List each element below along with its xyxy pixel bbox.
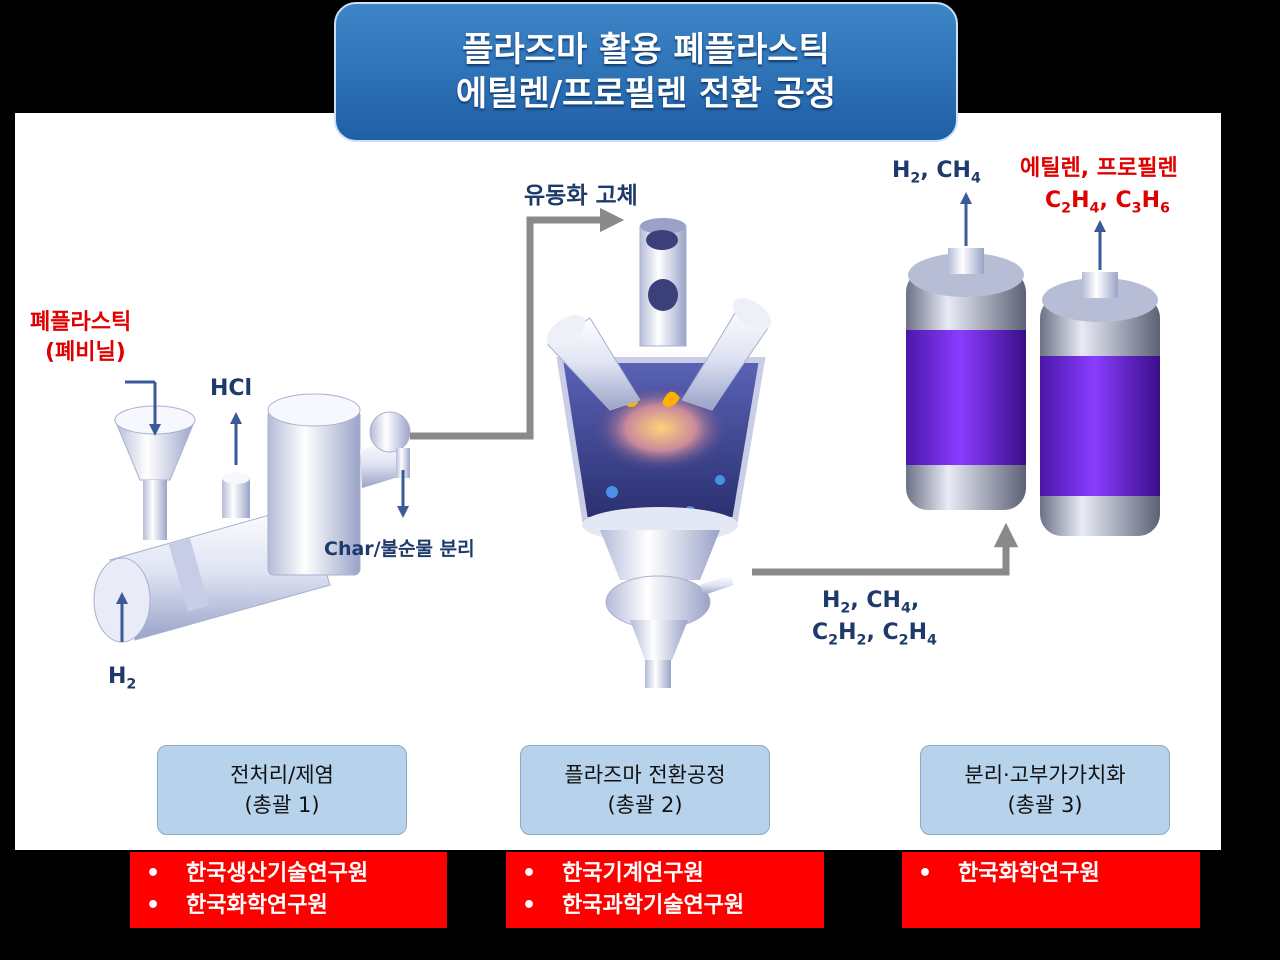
fluidizing-solid-label: 유동화 고체 xyxy=(524,183,638,209)
institute-item: 한국생산기술연구원 xyxy=(146,858,447,890)
stage-name: 플라즈마 전환공정 xyxy=(564,763,726,787)
institutes-stage-1: 한국생산기술연구원 한국화학연구원 xyxy=(130,852,447,928)
stage-plasma-conversion: 플라즈마 전환공정 (총괄 2) xyxy=(520,745,770,835)
stage-lead: (총괄 3) xyxy=(1007,793,1083,817)
reactor-output-label-2: C2H2, C2H4 xyxy=(812,620,937,649)
h2-input-label: H2 xyxy=(108,664,137,693)
stage-lead: (총괄 1) xyxy=(244,793,320,817)
title-banner: 플라즈마 활용 폐플라스틱 에틸렌/프로필렌 전환 공정 xyxy=(334,2,958,142)
product-formula-label: C2H4, C3H6 xyxy=(1045,188,1170,217)
waste-vinyl-label: (폐비닐) xyxy=(45,340,126,365)
title-line-1: 플라즈마 활용 폐플라스틱 xyxy=(462,30,830,70)
stage-name: 전처리/제염 xyxy=(230,763,334,787)
stage-lead: (총괄 2) xyxy=(607,793,683,817)
char-separation-label: Char/불순물 분리 xyxy=(324,538,475,560)
stage-name: 분리·고부가가치화 xyxy=(964,763,1126,787)
stage-pretreatment: 전처리/제염 (총괄 1) xyxy=(157,745,407,835)
plasma-reactor xyxy=(546,218,772,688)
institute-item: 한국화학연구원 xyxy=(146,890,447,922)
institutes-stage-3: 한국화학연구원 xyxy=(902,852,1200,928)
institute-item: 한국과학기술연구원 xyxy=(522,890,824,922)
separated-gas-label: H2, CH4 xyxy=(892,158,981,187)
separation-tanks xyxy=(906,248,1160,536)
waste-plastic-label: 폐플라스틱 xyxy=(30,310,132,335)
institute-item: 한국기계연구원 xyxy=(522,858,824,890)
stage-separation: 분리·고부가가치화 (총괄 3) xyxy=(920,745,1170,835)
institute-item: 한국화학연구원 xyxy=(918,858,1200,890)
reactor-output-label-1: H2, CH4, xyxy=(822,588,920,617)
title-line-2: 에틸렌/프로필렌 전환 공정 xyxy=(455,74,837,114)
hcl-label: HCl xyxy=(210,376,253,401)
institutes-stage-2: 한국기계연구원 한국과학기술연구원 xyxy=(506,852,824,928)
product-name-label: 에틸렌, 프로필렌 xyxy=(1020,156,1178,181)
pretreatment-unit xyxy=(93,393,411,643)
